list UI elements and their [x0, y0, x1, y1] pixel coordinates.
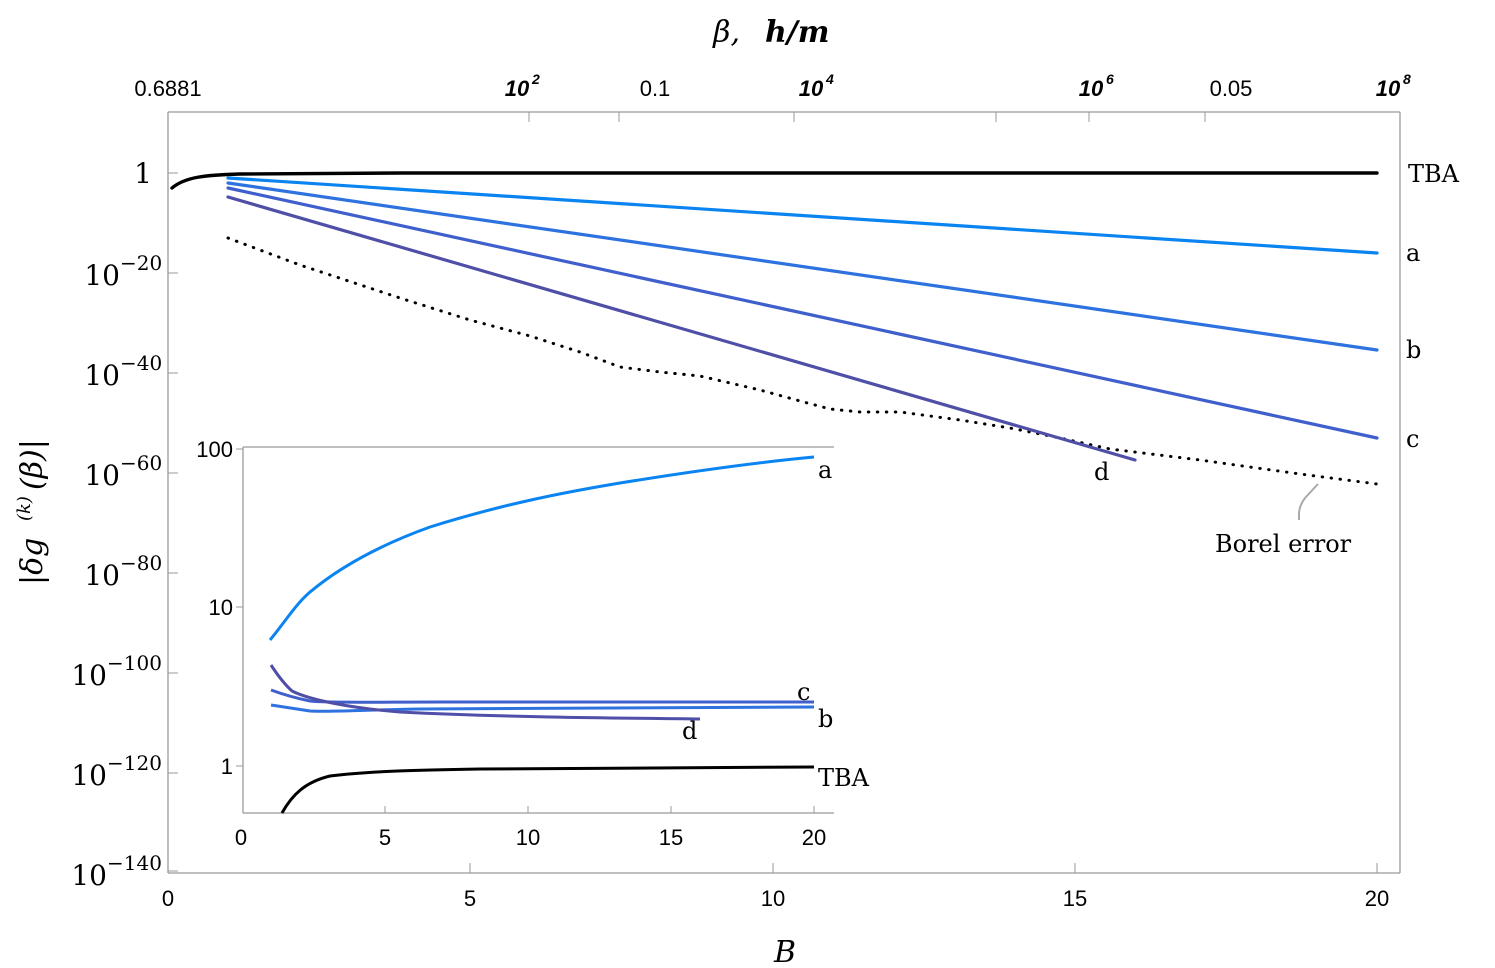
inset-series-a — [268, 455, 815, 641]
y-tick-label: 1 — [134, 157, 152, 190]
y-tick-exponent: −20 — [120, 251, 162, 275]
label-d: d — [1094, 458, 1109, 486]
inset-x-tick-label: 0 — [235, 825, 247, 850]
top-tick-label: 10 — [505, 76, 530, 101]
y-tick-label: 10 — [84, 559, 120, 592]
y-tick-label: 10 — [71, 859, 107, 892]
top-axis-title: β, h/m — [712, 15, 829, 50]
inset-series-labels: a c b d TBA — [682, 456, 870, 792]
series-a — [226, 176, 1379, 255]
x-tick-label: 5 — [464, 886, 476, 911]
y-tick-label: 10 — [84, 359, 120, 392]
label-tba: TBA — [1408, 160, 1460, 188]
inset-x-tick-label: 15 — [659, 825, 683, 850]
x-tick-label: 0 — [162, 886, 174, 911]
inset-plot: 100 10 1 0 5 10 15 20 a c b d TBA — [196, 437, 869, 850]
series-d — [226, 195, 1137, 462]
y-tick-label: 10 — [71, 659, 107, 692]
top-tick-label: 0.1 — [640, 76, 671, 101]
inset-x-tick-label: 10 — [516, 825, 540, 850]
inset-tick-labels: 100 10 1 0 5 10 15 20 — [196, 437, 826, 850]
top-axis-title-beta: β, — [712, 15, 740, 50]
inset-series-d — [269, 664, 701, 721]
y-tick-label: 10 — [84, 459, 120, 492]
y-tick-exponent: −100 — [107, 651, 162, 675]
y-axis-title-main: |δg — [15, 538, 50, 585]
inset-y-tick-label: 10 — [209, 595, 233, 620]
x-tick-label: 20 — [1365, 886, 1389, 911]
top-tick-label: 0.05 — [1210, 76, 1253, 101]
inset-label-tba: TBA — [818, 764, 870, 792]
y-tick-exponent: −80 — [120, 551, 162, 575]
top-tick-superscript: 6 — [1106, 71, 1114, 87]
label-b: b — [1406, 336, 1421, 364]
top-tick-label: 10 — [1376, 76, 1401, 101]
inset-label-d: d — [682, 717, 697, 745]
y-tick-exponent: −60 — [120, 451, 162, 475]
borel-leader-line — [1298, 483, 1319, 520]
top-axis-title-hm: h/m — [765, 15, 830, 50]
top-axis-ticks — [167, 112, 1206, 122]
label-a: a — [1406, 239, 1420, 267]
inset-series-b — [270, 703, 815, 713]
series-tba — [170, 171, 1379, 190]
top-tick-superscript: 8 — [1403, 71, 1411, 87]
y-tick-exponent: −120 — [107, 751, 162, 775]
y-tick-exponent: −40 — [120, 351, 162, 375]
y-tick-label: 10 — [84, 259, 120, 292]
series-c — [226, 186, 1379, 440]
top-tick-superscript: 4 — [825, 71, 834, 87]
inset-label-a: a — [818, 456, 832, 484]
label-borel-error: Borel error — [1215, 530, 1352, 558]
x-axis-title: B — [773, 935, 796, 968]
inset-label-b: b — [818, 705, 833, 733]
top-tick-superscript: 2 — [531, 71, 540, 87]
top-tick-label: 10 — [1079, 76, 1104, 101]
x-axis-ticks — [469, 863, 1378, 873]
main-series-labels: TBA a b c d Borel error — [1094, 160, 1460, 558]
main-plot-frame — [167, 111, 1401, 874]
inset-series — [268, 455, 815, 814]
series-b — [226, 181, 1379, 352]
inset-y-tick-label: 100 — [196, 437, 233, 462]
y-axis-title-sup: (k) — [14, 496, 35, 521]
inset-x-tick-label: 5 — [379, 825, 391, 850]
x-axis-tick-labels: 0 5 10 15 20 — [162, 886, 1389, 911]
inset-label-c: c — [797, 678, 810, 706]
label-c: c — [1406, 425, 1419, 453]
top-tick-label: 10 — [799, 76, 824, 101]
top-axis-tick-labels: 0.6881 10 2 0.1 10 4 10 6 0.05 10 8 — [134, 71, 1411, 101]
inset-y-tick-label: 1 — [221, 754, 233, 779]
y-axis-title-end: (β)| — [15, 439, 50, 490]
x-tick-label: 10 — [761, 886, 785, 911]
y-axis-ticks — [168, 172, 178, 872]
y-tick-label: 10 — [71, 759, 107, 792]
y-axis-title: |δg (k) (β)| — [14, 439, 50, 585]
y-axis-tick-labels: 1 10 −20 10 −40 10 −60 10 −80 10 −100 10… — [71, 157, 162, 892]
top-tick-label: 0.6881 — [134, 76, 201, 101]
inset-x-tick-label: 20 — [802, 825, 826, 850]
main-series — [170, 171, 1379, 486]
x-tick-label: 15 — [1063, 886, 1087, 911]
inset-series-tba — [280, 765, 815, 814]
y-tick-exponent: −140 — [107, 851, 162, 875]
